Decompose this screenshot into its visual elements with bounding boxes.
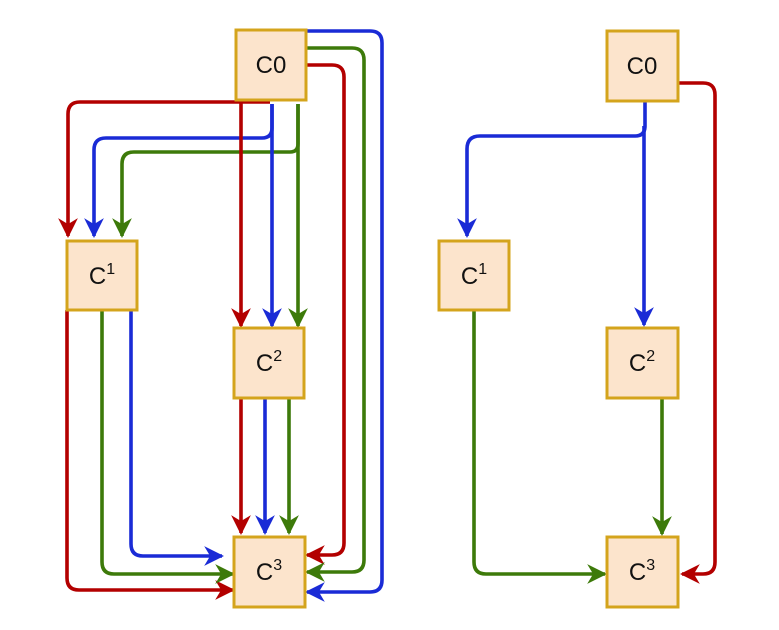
- svg-text:C2: C2: [256, 348, 282, 377]
- edge-reduced-c0-c1-blue: [457, 101, 647, 238]
- node-full-c3: C3: [232, 535, 307, 609]
- node-full-c2: C2: [232, 326, 306, 400]
- svg-text:C1: C1: [89, 261, 115, 290]
- node-superscript: 2: [646, 348, 655, 365]
- node-superscript: 1: [478, 261, 487, 278]
- node-label: C: [256, 559, 273, 586]
- edge-full-c1-c3-green: [100, 310, 235, 584]
- node-label: C0: [256, 52, 287, 79]
- node-reduced-c0: C0: [605, 29, 680, 103]
- edge-full-c0-c3-red: [305, 63, 346, 565]
- node-full-c1: C1: [65, 239, 139, 312]
- node-label: C: [461, 263, 478, 290]
- node-label: C0: [627, 53, 658, 80]
- svg-text:C3: C3: [256, 557, 282, 586]
- node-superscript: 3: [646, 557, 655, 574]
- edge-full-c0-c3-green: [305, 46, 366, 582]
- full-diagram: C0 C1 C2 C3: [58, 28, 384, 609]
- edge-full-c1-c3-blue: [129, 310, 224, 566]
- node-superscript: 3: [273, 557, 282, 574]
- node-reduced-c3: C3: [605, 535, 680, 609]
- svg-text:C3: C3: [629, 557, 655, 586]
- edge-full-c1-c3-red: [65, 310, 235, 600]
- svg-text:C0: C0: [256, 52, 287, 79]
- edge-full-c0-c1-red: [58, 100, 270, 238]
- node-superscript: 1: [106, 261, 115, 278]
- node-superscript: 2: [273, 348, 282, 365]
- node-label: C: [629, 350, 646, 377]
- node-label: C: [256, 350, 273, 377]
- svg-text:C2: C2: [629, 348, 655, 377]
- svg-text:C0: C0: [627, 53, 658, 80]
- edge-full-c0-c3-blue: [305, 29, 384, 602]
- node-reduced-c2: C2: [605, 326, 680, 400]
- node-label: C: [89, 263, 106, 290]
- reduced-diagram: C0 C1 C2 C3: [437, 29, 717, 609]
- svg-text:C1: C1: [461, 261, 487, 290]
- edge-reduced-c0-c3-red: [678, 81, 717, 584]
- node-label: C: [629, 559, 646, 586]
- node-full-c0: C0: [234, 28, 308, 102]
- edge-reduced-c1-c3-green: [472, 310, 607, 584]
- node-reduced-c1: C1: [437, 239, 511, 312]
